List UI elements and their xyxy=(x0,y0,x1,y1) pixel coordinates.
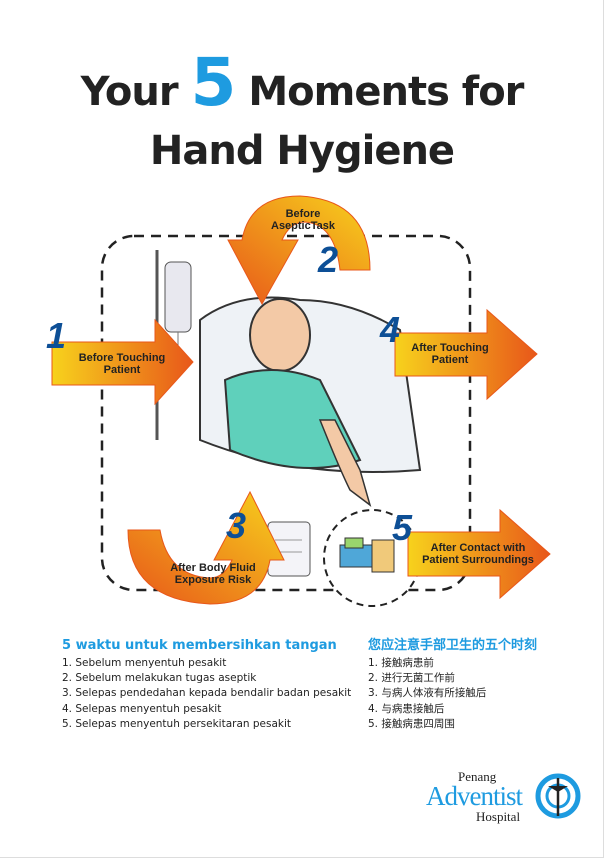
malay-heading: 5 waktu untuk membersihkan tangan xyxy=(62,638,337,653)
arrow-5 xyxy=(407,508,551,600)
arrow-1 xyxy=(51,318,194,406)
moment-3-label: After Body Fluid Exposure Risk xyxy=(170,562,256,586)
list-item: 3. 与病人体液有所接触后 xyxy=(368,687,487,700)
list-item: 2. 进行无菌工作前 xyxy=(368,672,455,685)
list-item: 4. Selepas menyentuh pesakit xyxy=(62,702,222,715)
hospital-logo: Penang Adventist Hospital xyxy=(426,769,582,826)
chinese-list: 1. 接触病患前 2. 进行无菌工作前 3. 与病人体液有所接触后 4. 与病患… xyxy=(368,656,486,732)
arrow-2 xyxy=(227,195,371,306)
list-item: 4. 与病患接触后 xyxy=(368,702,445,715)
list-item: 3. Selepas pendedahan kepada bendalir ba… xyxy=(62,687,352,700)
title-line-2: Hand Hygiene xyxy=(149,128,455,174)
list-item: 5. 接触病患四周围 xyxy=(368,717,455,730)
list-item: 5. Selepas menyentuh persekitaran pesaki… xyxy=(62,717,292,730)
diagram xyxy=(51,195,551,607)
moment-3-number: 3 xyxy=(226,505,247,546)
list-item: 1. 接触病患前 xyxy=(368,657,434,669)
logo-text-adventist: Adventist xyxy=(426,781,523,811)
moment-2-number: 2 xyxy=(318,239,339,280)
title-number: 5 xyxy=(190,44,237,121)
moment-2-label: Before AsepticTask xyxy=(271,208,335,232)
title-word: Moments for xyxy=(248,69,524,115)
moment-5-label: After Contact with Patient Surroundings xyxy=(422,542,534,566)
malay-list: 1. Sebelum menyentuh pesakit 2. Sebelum … xyxy=(62,656,351,732)
moment-4-number: 4 xyxy=(380,309,401,350)
caduceus-emblem-icon xyxy=(535,773,581,819)
logo-text-hospital: Hospital xyxy=(476,809,521,824)
moment-1-label: Before Touching Patient xyxy=(78,352,166,376)
list-item: 1. Sebelum menyentuh pesakit xyxy=(62,657,227,669)
logo-text-penang: Penang xyxy=(458,769,497,784)
arrow-3 xyxy=(127,490,285,605)
moment-4-label: After Touching Patient xyxy=(411,342,489,366)
title-line-1: Your 5 Moments for xyxy=(0,50,603,124)
moment-1-number: 1 xyxy=(46,315,67,356)
moment-5-number: 5 xyxy=(392,507,413,548)
patient-zone-border xyxy=(100,234,472,592)
arrow-4 xyxy=(394,308,538,401)
patient-illustration xyxy=(199,296,422,507)
bedside-icon xyxy=(339,537,395,573)
list-item: 2. Sebelum melakukan tugas aseptik xyxy=(62,672,257,685)
chinese-heading: 您应注意手部卫生的五个时刻 xyxy=(368,638,538,653)
title-word: Your xyxy=(80,69,179,115)
